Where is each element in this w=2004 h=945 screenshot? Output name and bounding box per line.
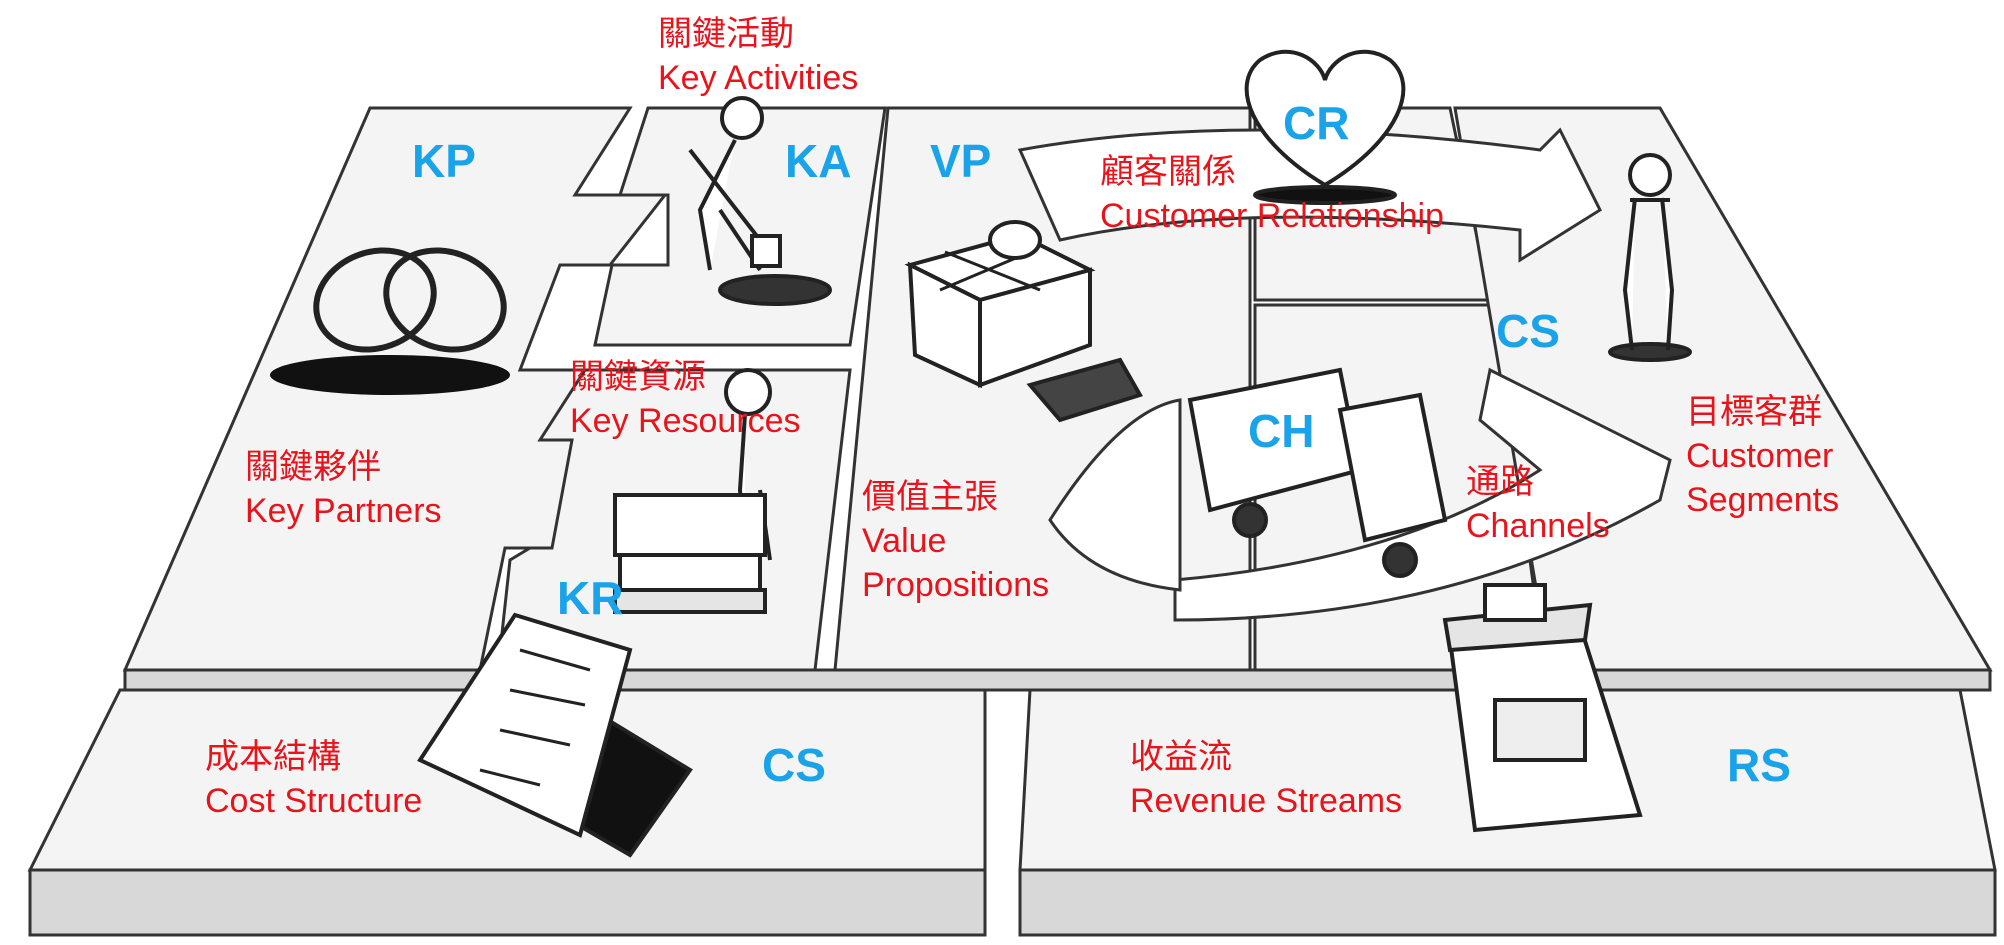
vp-label-zh: 價值主張 [862,478,998,516]
kr-label-en: Key Resources [570,402,801,440]
cs-segments-label-zh: 目標客群 [1686,393,1822,431]
revenue-streams-label: 收益流 Revenue Streams [1130,735,1402,823]
ch-label: 通路 Channels [1466,460,1610,548]
person-with-boxes-icon [613,368,772,614]
ka-label: 關鍵活動 Key Activities [658,12,858,100]
ka-label-en: Key Activities [658,59,859,97]
rs-abbr: RS [1727,739,1791,791]
cost-structure-label-en: Cost Structure [205,782,423,820]
cash-register-icon [1442,583,1643,833]
ka-label-zh: 關鍵活動 [658,15,794,53]
rings-icon [270,247,510,395]
board-side-faces [123,668,1992,692]
cs-segments-label-en-2: Segments [1686,481,1840,519]
revenue-streams-label-en: Revenue Streams [1130,782,1403,820]
cs-cost-abbr: CS [762,739,826,791]
delivery-truck-icon [1187,367,1448,578]
cs-segments-label-en-1: Customer [1686,437,1834,475]
cr-abbr: CR [1283,97,1350,149]
ka-abbr: KA [785,135,852,187]
revenue-streams-label-zh: 收益流 [1130,738,1232,776]
vp-label: 價值主張 Value Propositions [862,475,1049,607]
cr-label-en: Customer Relationship [1100,197,1444,235]
standing-person-icon [1608,153,1692,362]
kp-label: 關鍵夥伴 Key Partners [245,445,442,533]
ch-arrow [1048,367,1672,622]
cs-segments-abbr: CS [1496,305,1560,357]
ch-label-en: Channels [1466,507,1610,545]
kp-label-zh: 關鍵夥伴 [245,448,381,486]
ch-abbr: CH [1248,405,1315,457]
cr-label: 顧客關係 Customer Relationship [1100,150,1444,238]
kr-label: 關鍵資源 Key Resources [570,355,801,443]
cr-label-zh: 顧客關係 [1100,153,1236,191]
kr-abbr: KR [557,572,624,624]
heart-icon [1244,49,1406,205]
kr-label-zh: 關鍵資源 [570,358,706,396]
vp-abbr: VP [930,135,992,187]
gift-box-icon [904,220,1143,423]
kp-abbr: KP [412,135,476,187]
invoice-paper-icon [417,612,693,858]
cost-structure-label: 成本結構 Cost Structure [205,735,422,823]
cs-segments-label: 目標客群 Customer Segments [1686,390,1839,522]
kp-label-en: Key Partners [245,492,442,530]
ch-label-zh: 通路 [1466,463,1534,501]
vp-label-en-2: Propositions [862,566,1050,604]
vp-label-en-1: Value [862,522,947,560]
digging-person-icon [688,96,832,306]
cost-structure-label-zh: 成本結構 [205,738,341,776]
